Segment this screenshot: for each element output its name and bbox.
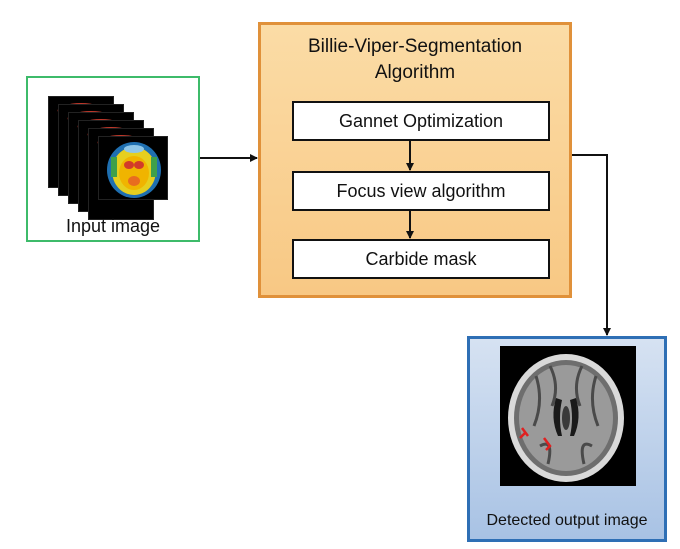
input-image-label: Input image — [65, 216, 161, 236]
mri-scan — [500, 346, 636, 486]
ct-slice-image — [99, 137, 167, 199]
algorithm-title-line-1: Billie-Viper-Segmentation — [307, 36, 523, 57]
step-carbide-mask: Carbide mask — [292, 239, 550, 279]
algorithm-title: Billie-Viper-Segmentation Algorithm — [258, 34, 572, 86]
input-slice-front — [98, 136, 168, 200]
lesion-marker-1 — [519, 427, 529, 439]
detected-mri-image — [500, 346, 636, 486]
output-image-label: Detected output image — [486, 512, 648, 529]
algorithm-title-line-2: Algorithm — [374, 62, 456, 83]
arrow-algorithm-to-output — [572, 154, 611, 336]
lesion-marker-2 — [543, 437, 552, 451]
step-focus-view-algorithm: Focus view algorithm — [292, 171, 550, 211]
step-gannet-optimization: Gannet Optimization — [292, 101, 550, 141]
input-image-stack — [48, 96, 178, 220]
